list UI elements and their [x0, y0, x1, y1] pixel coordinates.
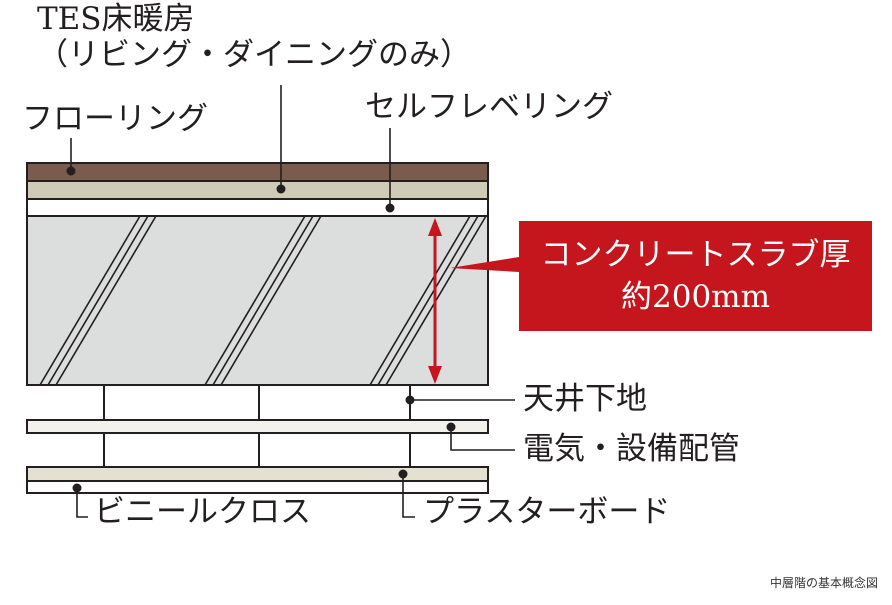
- callout-value: 約200mm: [621, 279, 770, 315]
- ceiling-base-panel: [26, 419, 489, 434]
- flooring-label: フローリング: [22, 101, 208, 137]
- piping-label: 電気・設備配管: [523, 431, 740, 467]
- plasterboard-label: プラスターボード: [423, 494, 671, 530]
- flooring-layer: [26, 162, 489, 182]
- diagram-caption: 中層階の基本概念図: [769, 576, 878, 590]
- vinyl-cloth-label: ビニールクロス: [94, 494, 311, 530]
- slab-thickness-callout: コンクリートスラブ厚 約200mm: [519, 221, 872, 331]
- tes-area-note: （リビング・ダイニングのみ）: [37, 37, 471, 73]
- leader-dots: [66, 166, 456, 493]
- leader-lines: [70, 85, 515, 518]
- thickness-arrow: [428, 218, 442, 384]
- vinyl-cloth-panel: [26, 480, 489, 494]
- callout-title: コンクリートスラブ厚: [540, 237, 851, 273]
- tes-floor-heating-label: TES床暖房: [37, 1, 195, 37]
- callout-pointer: [450, 257, 519, 272]
- floor-heating-layer: [26, 180, 489, 200]
- self-leveling-label: セルフレベリング: [365, 89, 613, 125]
- plasterboard-panel: [26, 466, 489, 482]
- concrete-slab: [26, 215, 489, 386]
- self-leveling-layer: [26, 198, 489, 217]
- ceiling-base-label: 天井下地: [523, 381, 647, 417]
